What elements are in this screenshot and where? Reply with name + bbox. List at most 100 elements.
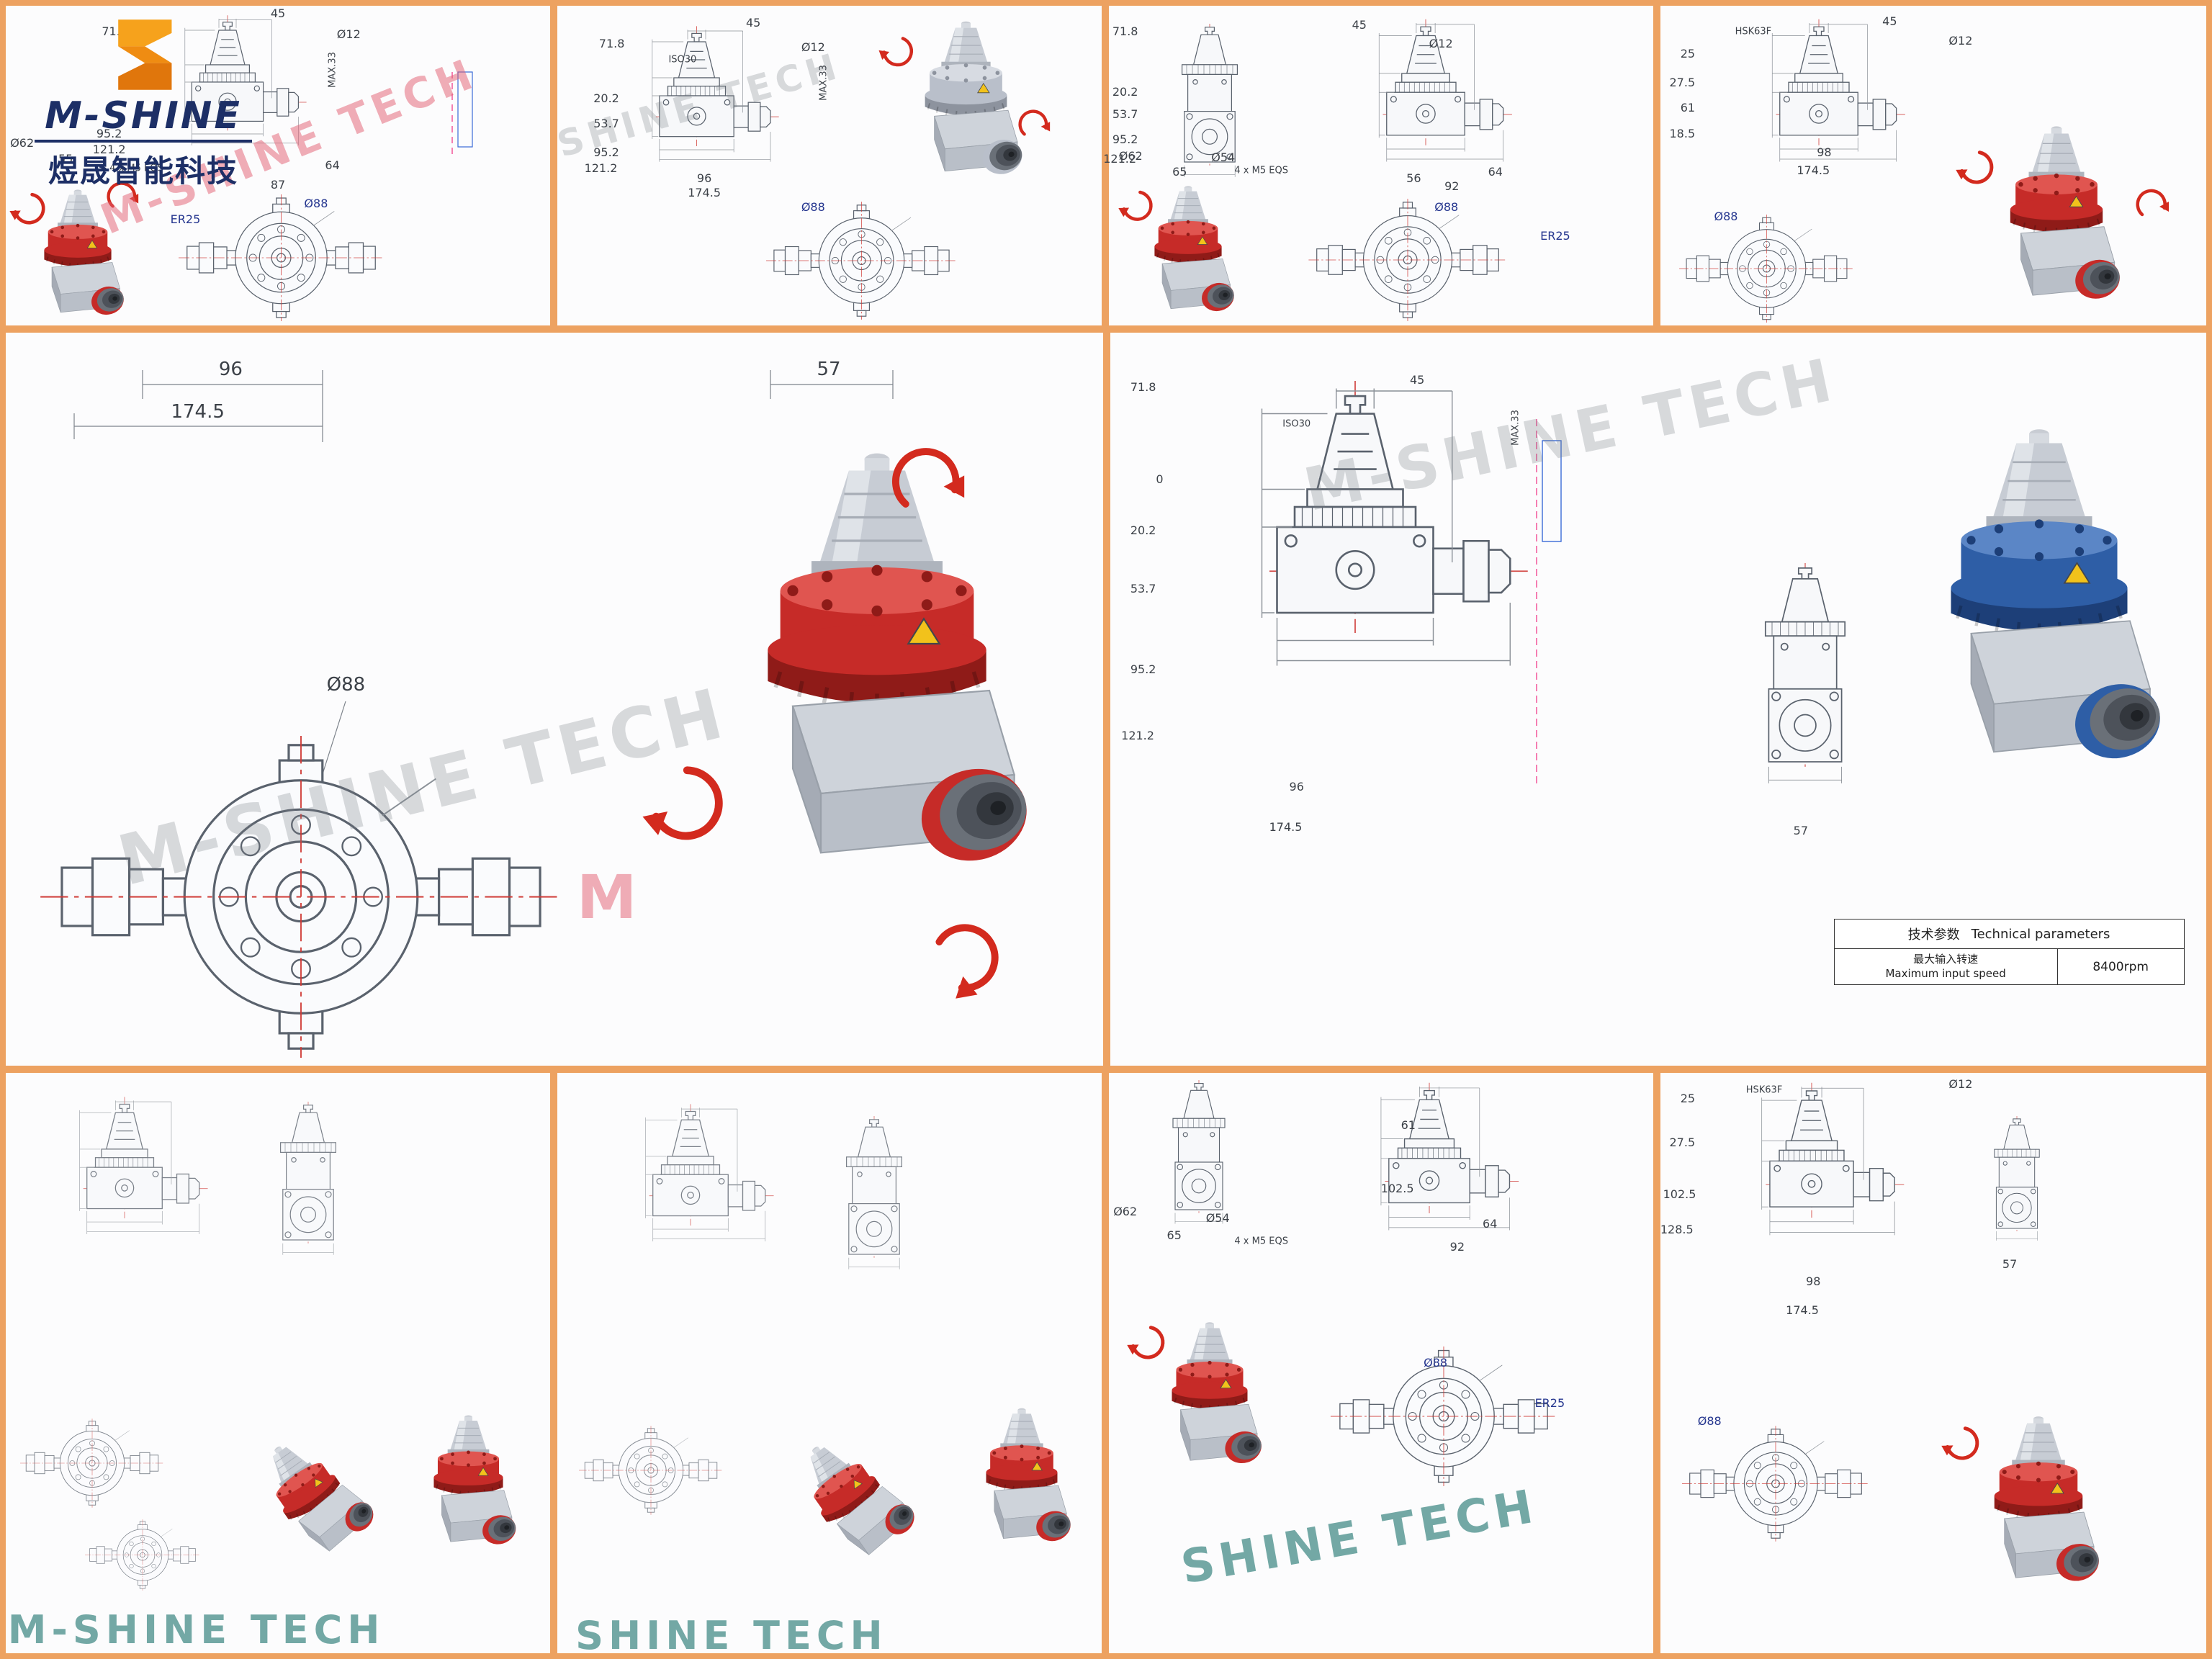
dim-label: 174.5 [171, 400, 225, 423]
dim-label: Ø12 [1948, 1077, 1973, 1092]
dim-label: Ø12 [801, 40, 825, 54]
dim-label: 4 x M5 EQS [1234, 1236, 1288, 1247]
dim-label: 102.5 [1663, 1187, 1696, 1202]
dim-label: 4 x M5 EQS [109, 163, 163, 174]
dim-label: 96 [1289, 780, 1304, 794]
3d-render-red-tilted [787, 1419, 926, 1570]
dim-label: 53.7 [1130, 582, 1156, 596]
dim-label: 25 [1680, 1092, 1696, 1106]
front-view-drawing [179, 194, 384, 321]
dim-label: MAX.33 [818, 64, 830, 101]
3d-render-red [2009, 125, 2126, 305]
dim-label: 20.2 [1112, 84, 1138, 99]
dim-label: Ø12 [336, 27, 361, 41]
brand-name: M-SHINE [45, 94, 242, 138]
dim-label: Ø88 [1697, 1413, 1722, 1428]
dimension-lines [73, 370, 894, 793]
table-header: 技术参数 Technical parameters [1834, 920, 2184, 950]
3d-render-red [1171, 1321, 1267, 1468]
rotation-arrow-icon [1020, 112, 1051, 135]
dim-label: 174.5 [1269, 820, 1303, 835]
dim-label: 98 [1806, 1274, 1821, 1289]
panel-angled-head-drawings-1: M-SHINE TECH [6, 1073, 550, 1653]
dim-label: 174.5 [1797, 163, 1830, 177]
watermark-text: M [576, 861, 642, 932]
dim-label: 65 [1172, 164, 1187, 179]
table-title-en: Technical parameters [1971, 926, 2110, 942]
parameter-name-cell: 最大输入转速 Maximum input speed [1835, 949, 2058, 985]
dim-label: 95.2 [593, 145, 619, 160]
dim-label: MAX.33 [327, 51, 338, 88]
cad-art [39, 370, 1103, 1058]
dim-label: 121.2 [92, 142, 126, 156]
3d-render-red [1993, 1416, 2105, 1587]
dim-label: 27.5 [1669, 1135, 1696, 1149]
dim-label: 57 [2002, 1256, 2018, 1271]
3d-render-red-tilted [250, 1420, 385, 1565]
dim-label: 65 [1166, 1228, 1182, 1242]
dim-label: 102.5 [1380, 1182, 1414, 1196]
dim-label: HSK63F [1745, 1084, 1783, 1096]
dim-label: 96 [218, 358, 243, 380]
dim-label: 96 [696, 171, 712, 185]
dim-label: 71.8 [598, 37, 625, 51]
front-view-drawing [1678, 215, 1855, 323]
cad-art [1109, 19, 1515, 321]
dim-label: Ø62 [10, 135, 35, 150]
dim-label: 95.2 [1130, 662, 1156, 677]
watermark-text: SHINE TECH [575, 1612, 888, 1658]
cad-art [6, 14, 473, 321]
3d-render-gray [924, 20, 1028, 180]
panel-large-side-view-and-blue-render: 技术参数 Technical parameters 最大输入转速 Maximum… [1110, 333, 2206, 1066]
light-drawing-group [579, 1103, 903, 1515]
rotation-arrow-icon [1954, 150, 1997, 189]
dim-label: Ø62 [1118, 148, 1143, 163]
m-shine-logo-icon [118, 19, 172, 90]
dim-label: 45 [1352, 17, 1367, 32]
rotation-arrow-icon [878, 37, 915, 70]
dim-label: 20.2 [593, 91, 619, 105]
dim-label: Ø88 [1714, 210, 1738, 224]
dim-label: 174.5 [688, 185, 721, 199]
dim-label: 27.5 [1669, 75, 1696, 89]
dim-label: 53.7 [1112, 107, 1138, 121]
dim-label: 71.8 [1130, 380, 1156, 395]
watermark-text: M-SHINE TECH [7, 1606, 385, 1653]
dim-label: Ø88 [1434, 199, 1459, 214]
dim-label: Ø88 [801, 199, 825, 214]
table-row: 最大输入转速 Maximum input speed 8400rpm [1835, 949, 2184, 985]
dim-label: 45 [270, 6, 286, 21]
cad-art [20, 1096, 520, 1591]
front-elevation-drawing [1764, 563, 1846, 784]
front-elevation-drawing [1994, 1116, 2040, 1241]
dim-label: 98 [1817, 145, 1832, 160]
dim-label: 71.8 [1112, 24, 1138, 38]
brand-underline [35, 139, 252, 143]
front-elevation-drawing [1172, 1080, 1226, 1225]
rotation-arrow-icon [1940, 1426, 1982, 1465]
3d-render-red [433, 1414, 520, 1549]
dim-label: 53.7 [593, 117, 619, 131]
dim-label: 95.2 [96, 126, 122, 140]
dim-label: Ø54 [1211, 150, 1236, 164]
dim-label: MAX.33 [1510, 410, 1521, 446]
dim-label: 64 [325, 158, 340, 172]
front-view-drawing [1682, 1426, 1869, 1542]
rotation-arrow-icon [8, 192, 48, 230]
dim-label: HSK63F [1735, 26, 1772, 37]
dim-label: 92 [1444, 179, 1460, 193]
dim-label: 45 [745, 16, 761, 30]
dim-label: 45 [1409, 373, 1425, 387]
dim-label: ER25 [1534, 1396, 1565, 1411]
annotation-box [451, 71, 473, 157]
dim-label: 4 x M5 EQS [1234, 165, 1288, 176]
dim-label: ISO30 [1282, 418, 1311, 430]
dim-label: Ø12 [1948, 33, 1973, 48]
dim-label: 61 [1401, 1118, 1416, 1132]
front-view-drawing [766, 202, 957, 320]
dim-label: 25 [1680, 46, 1696, 60]
